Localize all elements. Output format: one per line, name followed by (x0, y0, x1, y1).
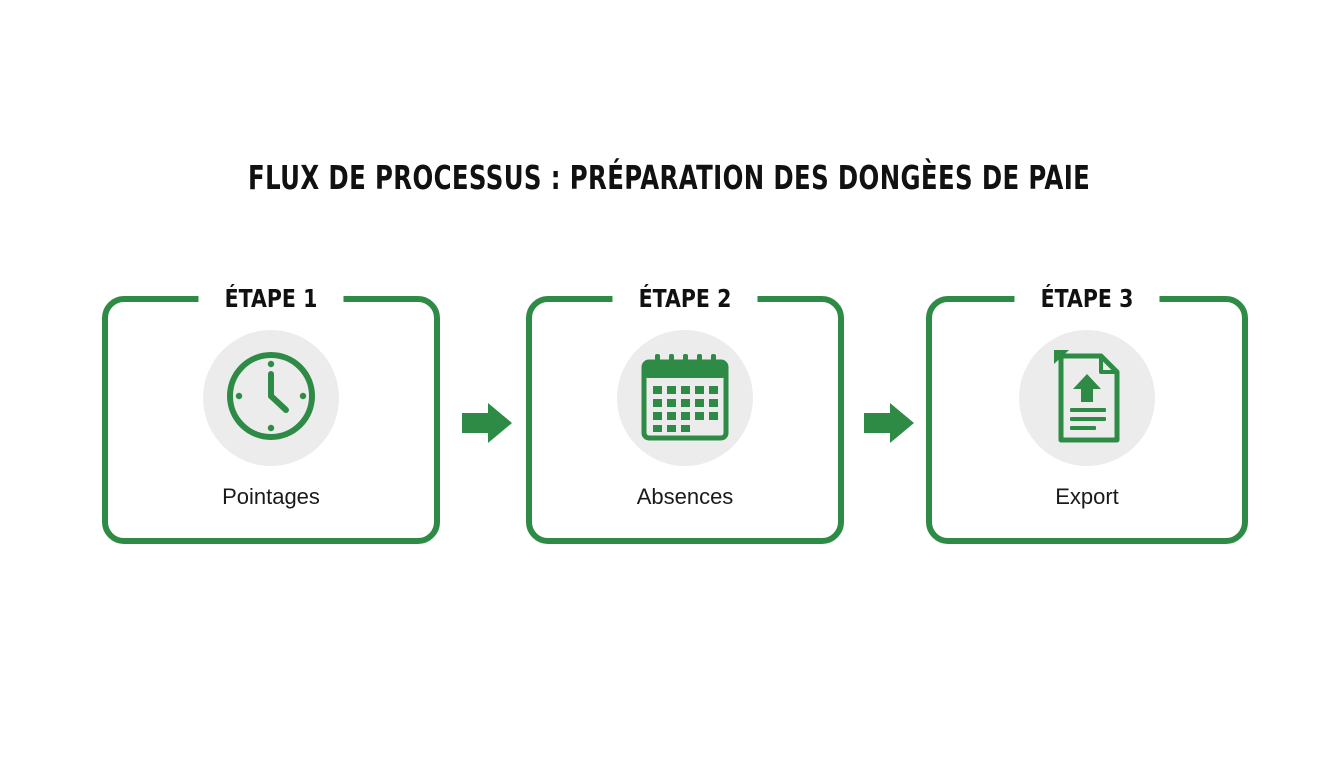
diagram-title: FLUX DE PROCESSUS : PRÉPARATION DES DONG… (248, 158, 1091, 197)
step-card-2: ÉTAPE 2 (526, 279, 844, 544)
step-card-1: ÉTAPE 1 Pointages (102, 279, 440, 544)
document-upload-icon (1054, 350, 1120, 443)
clock-icon (227, 352, 315, 440)
arrow-right-icon (864, 403, 914, 443)
step-label-2: ÉTAPE 2 (612, 279, 758, 319)
arrow-right-icon (462, 403, 512, 443)
step-card-3: ÉTAPE 3 Export (926, 279, 1248, 544)
step-icon-circle-1 (203, 330, 339, 466)
step-label-2-text: ÉTAPE 2 (638, 284, 732, 313)
step-label-1: ÉTAPE 1 (198, 279, 344, 319)
step-label-3-text: ÉTAPE 3 (1040, 284, 1134, 313)
calendar-icon (641, 354, 729, 441)
step-name-1: Pointages (222, 484, 320, 509)
step-label-1-text: ÉTAPE 1 (224, 284, 318, 313)
step-icon-circle-3 (1019, 330, 1155, 466)
step-label-3: ÉTAPE 3 (1014, 279, 1160, 319)
step-name-2: Absences (636, 484, 734, 509)
step-icon-circle-2 (617, 330, 753, 466)
step-name-3: Export (1055, 484, 1119, 509)
